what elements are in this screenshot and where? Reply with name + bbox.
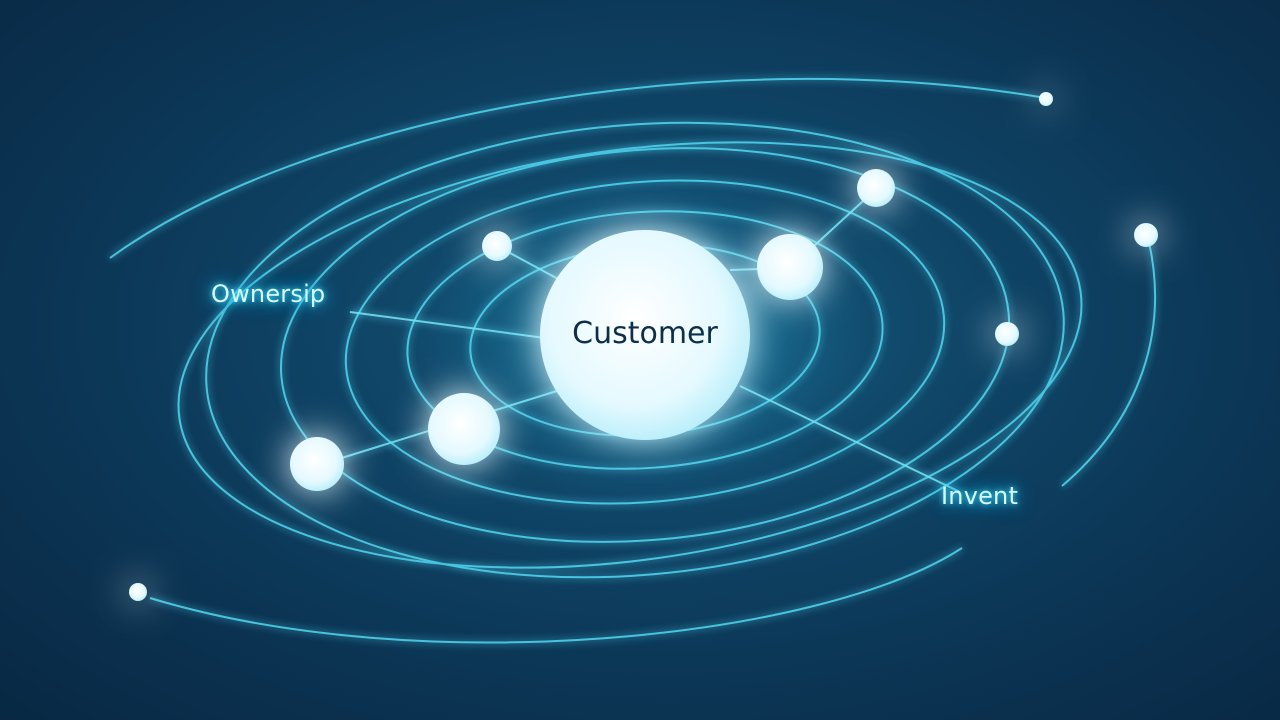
orbit-arc (109, 77, 1047, 259)
node (428, 393, 500, 465)
nodes (129, 92, 1158, 601)
center-label: Customer (572, 316, 718, 351)
node (482, 231, 512, 261)
node (290, 437, 344, 491)
orbit-ring (406, 210, 884, 470)
orbit-rings (109, 77, 1157, 644)
ownership-label: Ownersip (211, 280, 326, 308)
node (757, 234, 823, 300)
orbit-ring (344, 179, 946, 505)
node (1134, 223, 1158, 247)
orbit-ring (177, 141, 1083, 569)
node (1039, 92, 1053, 106)
center-node (540, 230, 750, 440)
node (129, 583, 147, 601)
node (857, 169, 895, 207)
node (995, 322, 1019, 346)
orbit-arc (1061, 237, 1157, 487)
orbit-ring (205, 121, 1065, 579)
invent-label: Invent (941, 482, 1019, 510)
orbit-arc (149, 547, 963, 644)
orbit-ring (279, 147, 1011, 543)
connector-line (739, 385, 961, 493)
connector-line (349, 311, 546, 339)
